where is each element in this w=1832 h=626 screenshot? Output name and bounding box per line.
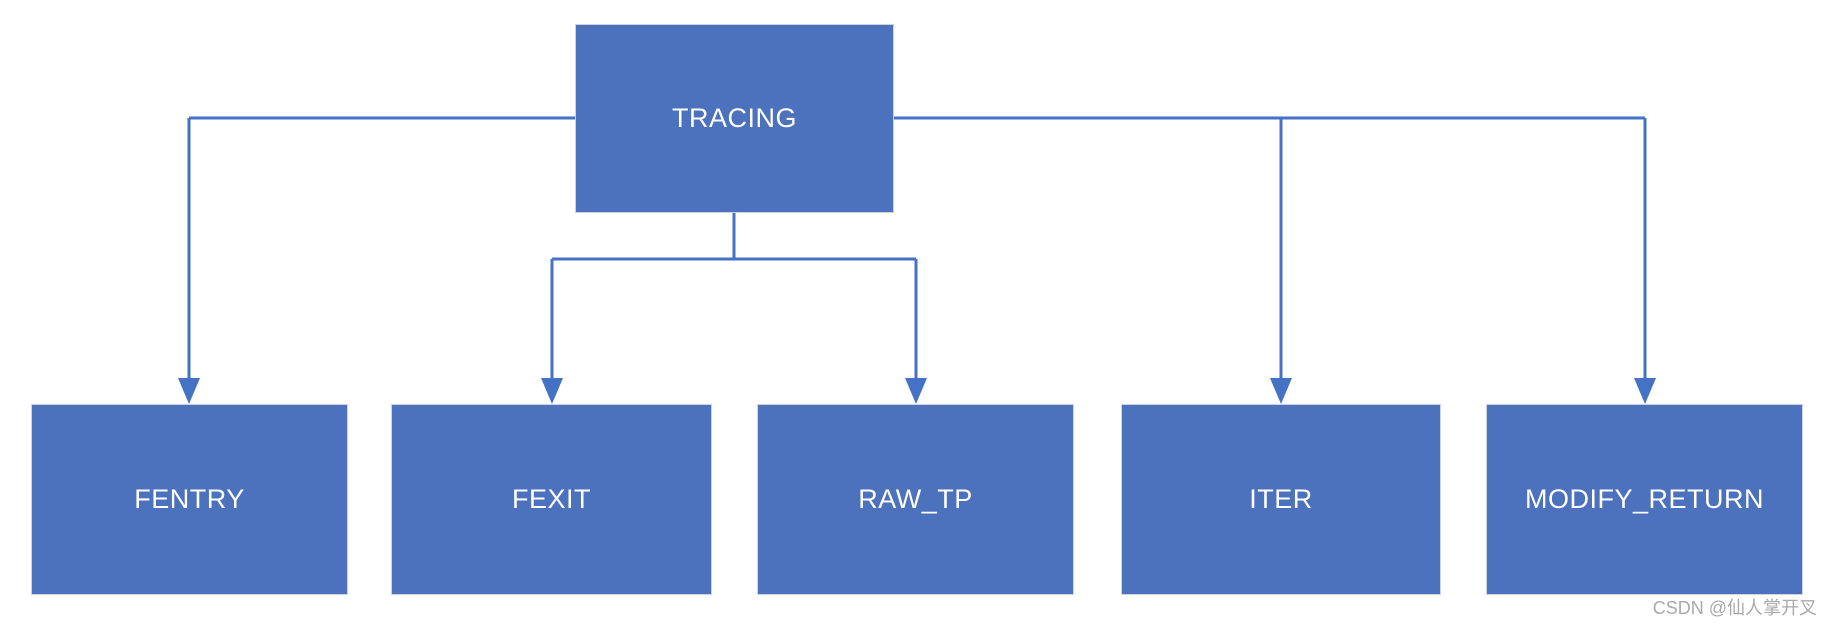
arrowhead-iter [1270,378,1292,404]
node-fentry-label: FENTRY [134,484,245,514]
node-iter: ITER [1121,404,1441,595]
node-fentry: FENTRY [31,404,348,595]
csdn-watermark: CSDN @仙人掌开叉 [1652,598,1817,618]
arrowhead-raw-tp [905,378,927,404]
node-tracing-label: TRACING [672,103,797,133]
node-modify-return-label: MODIFY_RETURN [1524,484,1764,514]
node-fexit-label: FEXIT [511,484,591,514]
node-modify-return: MODIFY_RETURN [1486,404,1803,595]
node-raw-tp: RAW_TP [757,404,1074,595]
arrowhead-fentry [178,378,200,404]
node-iter-label: ITER [1249,484,1313,514]
arrowhead-fexit [541,378,563,404]
arrowhead-modify-return [1634,378,1656,404]
node-fexit: FEXIT [391,404,712,595]
node-tracing: TRACING [575,24,894,213]
node-raw-tp-label: RAW_TP [858,484,973,514]
